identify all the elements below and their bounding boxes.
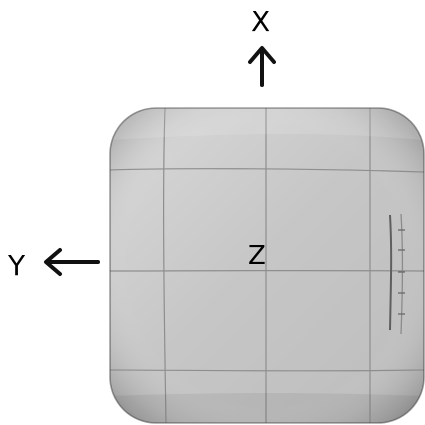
z-axis-label: Z: [248, 241, 266, 271]
tile-grid: [110, 108, 424, 423]
y-axis-label: Y: [8, 249, 26, 282]
y-axis-arrow: [44, 248, 100, 276]
rounded-tile: [109, 107, 425, 424]
x-axis-arrow: [248, 46, 276, 87]
x-axis-label: X: [251, 5, 271, 38]
